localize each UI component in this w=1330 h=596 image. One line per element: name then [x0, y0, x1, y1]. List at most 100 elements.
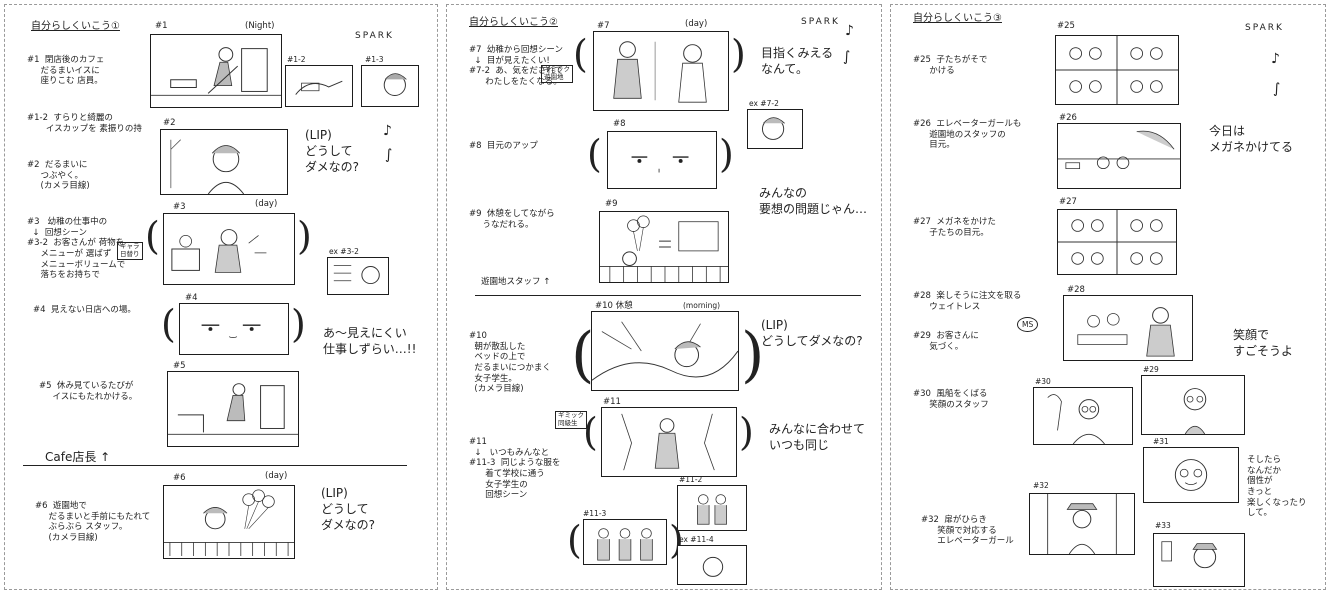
storyboard-frame	[327, 257, 389, 295]
music-note-icon: ♪	[383, 123, 392, 139]
music-note-icon: ♪	[1271, 51, 1280, 67]
storyboard-frame	[1057, 123, 1181, 189]
storyboard-frame	[179, 303, 289, 355]
dialogue: みんなの 要想の問題じゃん…	[759, 186, 868, 217]
sketch-eyes-closeup	[201, 324, 261, 339]
frame-label: #27	[1059, 197, 1077, 207]
paren-right: )	[719, 132, 734, 176]
scene-note: #9 休憩をしてながら うなだれる。	[469, 209, 555, 230]
sketch-face	[702, 556, 724, 577]
paren-left: (	[573, 32, 588, 76]
frame-label: #3	[173, 202, 186, 212]
section-label: Cafe店長 ↑	[45, 450, 111, 464]
storyboard-frame	[160, 129, 288, 195]
frame-label: #6	[173, 473, 186, 483]
scene-note: #6 遊園地で だるまいと手前にもたれて ぶらぶら スタッフ。 (カメラ目線)	[35, 501, 151, 543]
scene-note: #11 ↓ いつもみんなと #11-3 同じような服を 着て学校に通う 女子学生…	[469, 437, 561, 501]
frame-label: #5	[173, 361, 186, 371]
storyboard-frame	[1063, 295, 1193, 361]
spark-logo: SPARK	[801, 17, 840, 27]
section-divider	[475, 295, 861, 296]
frame-label: #32	[1033, 481, 1049, 490]
frame-label: #2	[163, 118, 176, 128]
ms-badge: MS	[1017, 317, 1039, 333]
dialogue-lip: (LIP) どうして ダメなの?	[321, 486, 376, 533]
dialogue-lip: (LIP) どうして ダメなの?	[305, 128, 360, 175]
sketch-glasses-grid	[1058, 210, 1176, 274]
sketch-elevator-girl-eyes	[1058, 130, 1180, 170]
storyboard-frame	[591, 311, 739, 391]
frame-label: #33	[1155, 521, 1171, 530]
frame-label: ex #7-2	[749, 99, 779, 108]
scene-note: #26 エレベーターガールも 遊園地のスタッフの 目元。	[913, 119, 1022, 151]
storyboard-frame	[593, 31, 729, 111]
scene-note: #3 幼稚の仕事中の ↓ 回想シーン #3-2 お客さんが 荷物を メニューが …	[27, 217, 126, 281]
frame-time: (day)	[685, 19, 708, 29]
scene-note: #4 見えない日店への場。	[33, 305, 136, 315]
scene-note: #30 風船をくばる 笑顔のスタッフ	[913, 389, 989, 410]
wave-mark-icon: ∫	[843, 49, 851, 65]
storyboard-frame	[747, 109, 803, 149]
storyboard-frame	[1029, 493, 1135, 555]
paren-right: )	[731, 32, 746, 76]
paren-right: )	[739, 410, 754, 454]
sketch-elevator-girl-smile	[1161, 541, 1218, 569]
storyboard-frame	[607, 131, 717, 189]
gimmick-tag: ギミック 同級生	[555, 411, 587, 429]
dialogue: みんなに合わせて いつも同じ	[769, 422, 866, 453]
frame-label: #11-2	[679, 475, 703, 484]
sketch-waitress-sitting	[168, 383, 298, 435]
storyboard-frame	[1055, 35, 1179, 105]
storyboard-frame	[163, 485, 295, 559]
wave-mark-icon: ∫	[385, 147, 393, 163]
sketch-glasses-girl-smile	[1174, 459, 1208, 491]
storyboard-frame	[167, 371, 299, 447]
sketch-schoolgirl	[621, 413, 715, 471]
sheet-title: 自分らしくいこう②	[469, 17, 558, 28]
dialogue: そしたら なんだか 個性が きっと 楽しくなったり して。	[1247, 455, 1307, 519]
sketch-waitress-order	[1077, 307, 1175, 357]
scene-note: #28 楽しそうに注文を取る ウェイトレス	[913, 291, 1022, 312]
frame-label: #31	[1153, 437, 1169, 446]
storyboard-frame	[1153, 533, 1245, 587]
storyboard-frame	[285, 65, 353, 107]
wave-mark-icon: ∫	[1273, 81, 1281, 97]
section-label: 遊園地スタッフ ↑	[481, 277, 551, 287]
paren-left: (	[161, 302, 176, 346]
dialogue: 今日は メガネかけてる	[1209, 124, 1294, 155]
frame-label: #7	[597, 21, 610, 31]
spark-logo: SPARK	[355, 31, 394, 41]
scene-note: #29 お客さんに 気づく。	[913, 331, 979, 352]
sketch-face	[383, 73, 407, 96]
storyboard-frame	[583, 519, 667, 565]
storyboard-frame	[1057, 209, 1177, 275]
sketch-hand-cup	[295, 80, 343, 95]
paren-right: )	[291, 302, 306, 346]
storyboard-frame	[1143, 447, 1239, 503]
dialogue: あ〜見えにくい 仕事しずらい…!!	[323, 326, 417, 357]
storyboard-frame	[150, 34, 282, 108]
scene-note: #1 閉店後のカフェ だるまいイスに 座りこむ 店員。	[27, 55, 105, 87]
sketch-waitress-smile	[1183, 388, 1207, 434]
frame-label: #25	[1057, 21, 1075, 31]
dialogue-lip: (LIP) どうしてダメなの?	[761, 318, 863, 349]
storyboard-sheet-3: 自分らしくいこう③ SPARK ♪ ∫ #25 #25 子たちがそで かける #…	[890, 4, 1326, 590]
scene-note: #10 朝が散乱した ベッドの上で だるまいにつかまく 女子学生。 (カメラ目線…	[469, 331, 551, 395]
paren-left: (	[145, 214, 160, 258]
dialogue: 目指くみえる なんて。	[761, 46, 834, 77]
scene-note: #5 休み見ているたびが イスにもたれかける。	[39, 381, 138, 402]
paren-left: (	[587, 132, 602, 176]
paren-right: )	[741, 320, 765, 390]
section-divider	[23, 465, 407, 466]
sketch-three-girls	[597, 528, 653, 561]
music-note-icon: ♪	[845, 23, 854, 39]
sketch-two-girls	[697, 494, 727, 525]
sketch-glasses-grid	[1056, 36, 1178, 104]
frame-label: #9	[605, 199, 618, 209]
storyboard-frame	[677, 545, 747, 585]
sketch-eyes-closeup	[631, 156, 689, 173]
spark-logo: SPARK	[1245, 23, 1284, 33]
paren-right: )	[297, 214, 312, 258]
storyboard-frame	[601, 407, 737, 477]
